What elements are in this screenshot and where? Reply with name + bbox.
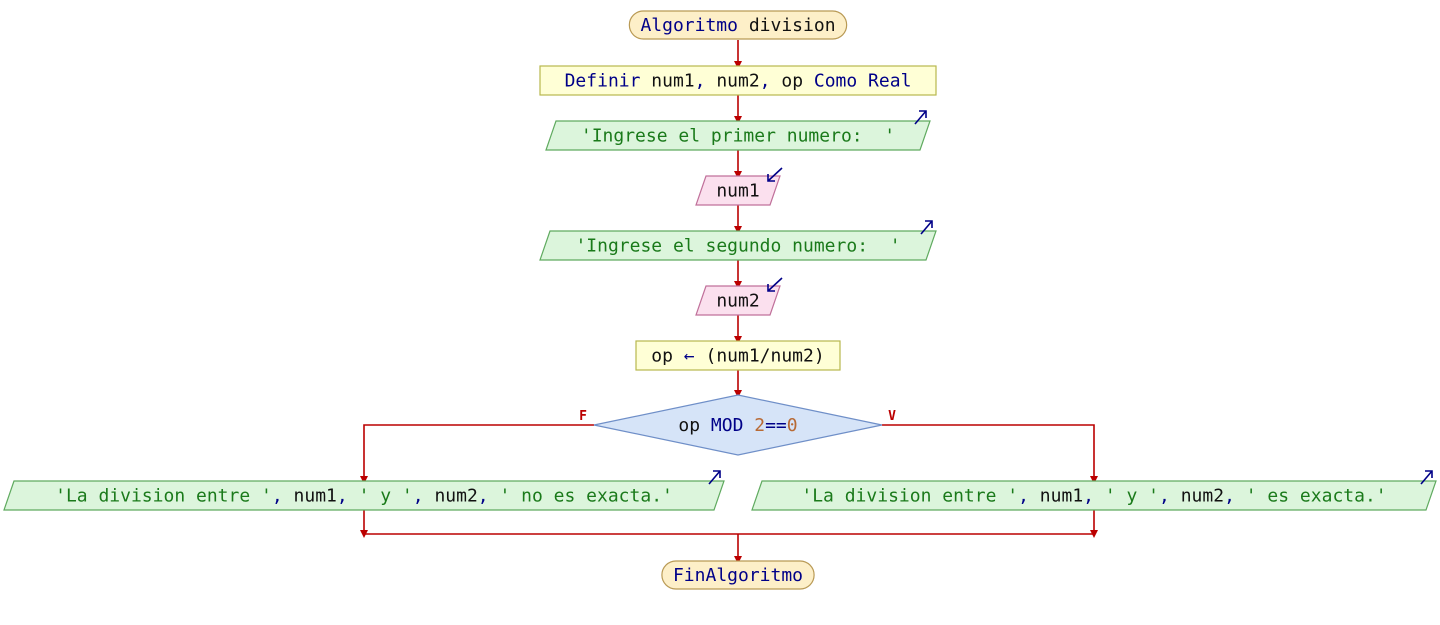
- define-process: Definir num1, num2, op Como Real: [539, 65, 937, 96]
- input-num1: num1: [695, 167, 783, 206]
- input-arrow-icon: [767, 167, 783, 182]
- end-terminal: FinAlgoritmo: [661, 560, 815, 590]
- branch-label-true: V: [888, 409, 896, 424]
- define-process-shape: [539, 65, 937, 96]
- outV-label: 'La division entre ', num1, ' y ', num2,…: [801, 486, 1386, 507]
- in2-label: num2: [716, 291, 759, 312]
- output-prompt-2: 'Ingrese el segundo numero: ': [539, 220, 937, 261]
- decision-mod-shape: [593, 394, 883, 456]
- start-terminal: Algoritmo division: [628, 10, 848, 40]
- cond-label: op MOD 2==0: [678, 415, 797, 436]
- decision-mod: op MOD 2==0: [593, 394, 883, 456]
- input-num2: num2: [695, 277, 783, 316]
- output-arrow-icon: [1420, 470, 1433, 485]
- start-terminal-shape: [628, 10, 848, 40]
- end-label: FinAlgoritmo: [673, 565, 803, 586]
- out1-label: 'Ingrese el primer numero: ': [581, 126, 895, 147]
- output-prompt-1: 'Ingrese el primer numero: ': [545, 110, 931, 151]
- define-label: Definir num1, num2, op Como Real: [565, 71, 912, 92]
- outF-label: 'La division entre ', num1, ' y ', num2,…: [55, 486, 673, 507]
- output-prompt-1-shape: [545, 120, 931, 151]
- edge-decision-true: [882, 424, 1098, 484]
- in1-label: num1: [716, 181, 759, 202]
- input-num1-shape: [695, 175, 781, 206]
- start-label: Algoritmo division: [640, 15, 835, 36]
- flowchart-edges: [360, 40, 1098, 564]
- output-exact: 'La division entre ', num1, ' y ', num2,…: [751, 470, 1437, 511]
- out2-label: 'Ingrese el segundo numero: ': [575, 236, 900, 257]
- output-not-exact-shape: [3, 480, 725, 511]
- input-arrow-icon: [767, 277, 783, 292]
- input-num2-shape: [695, 285, 781, 316]
- output-arrow-icon: [920, 220, 933, 235]
- edge-decision-false: [360, 424, 594, 484]
- output-prompt-2-shape: [539, 230, 937, 261]
- output-not-exact: 'La division entre ', num1, ' y ', num2,…: [3, 470, 725, 511]
- assign-process: op ← (num1/num2): [635, 340, 841, 371]
- output-exact-shape: [751, 480, 1437, 511]
- assign-process-shape: [635, 340, 841, 371]
- assign-label: op ← (num1/num2): [651, 346, 824, 367]
- branch-label-false: F: [579, 409, 587, 424]
- output-arrow-icon: [914, 110, 927, 125]
- output-arrow-icon: [708, 470, 721, 485]
- end-terminal-shape: [661, 560, 815, 590]
